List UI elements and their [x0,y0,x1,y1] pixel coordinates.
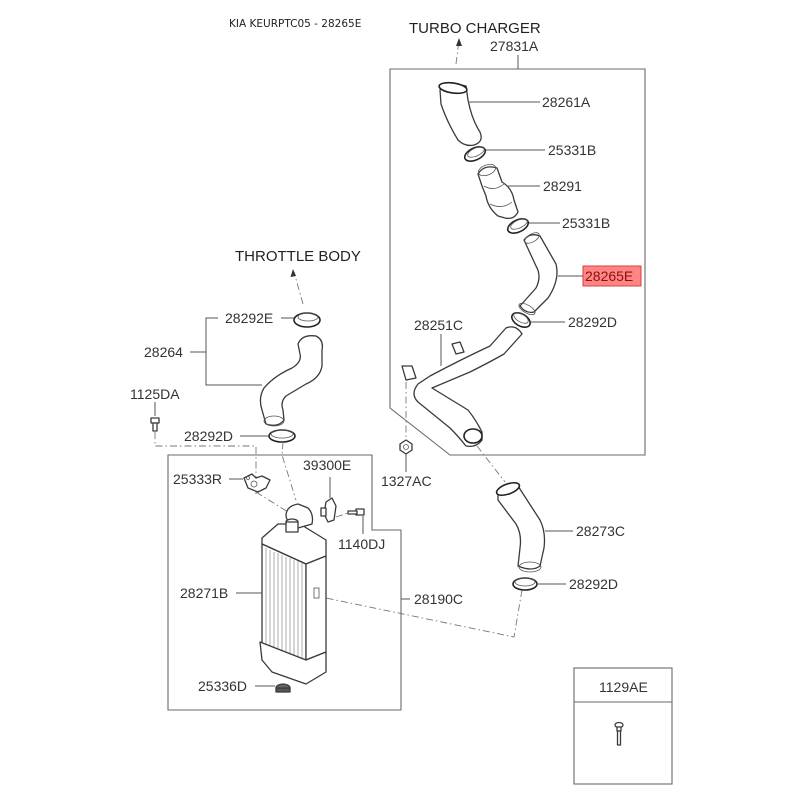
hose-28261A[interactable] [438,81,482,147]
turbo-charger-label: TURBO CHARGER [409,20,541,37]
label-28292E: 28292E [225,310,273,326]
hose-28264[interactable] [259,335,324,427]
clamp-28292D-right[interactable] [509,310,532,330]
bolt-1125DA[interactable] [150,417,160,432]
nut-1327AC[interactable] [399,439,413,455]
assembly-frame-27831A [389,68,646,456]
label-28264: 28264 [144,344,183,360]
clamp-25331B-lower[interactable] [505,216,530,236]
hose-28273C[interactable] [495,480,546,573]
sensor-39300E[interactable] [320,497,337,523]
clamp-28292D-lower-right[interactable] [512,577,538,591]
clamp-28292E[interactable] [293,312,321,328]
label-28251C: 28251C [414,317,463,333]
clamp-25331B-upper[interactable] [462,144,487,164]
connection-line-1140DJ [335,512,349,518]
legend-box-1129AE [573,667,673,785]
bracket-28264 [205,317,262,386]
label-28292D-left: 28292D [184,428,233,444]
assembly-label-27831A: 27831A [490,38,539,54]
connection-line-intercooler-inlet [281,441,297,501]
label-1140DJ: 1140DJ [338,536,385,552]
throttle-body-arrow-icon [290,269,296,277]
throttle-body-connection-line [293,271,304,305]
label-28292D-right: 28292D [568,314,617,330]
bolt-1140DJ[interactable] [347,508,365,516]
intercooler-fins [265,548,303,659]
connector-28291[interactable] [477,162,519,220]
hose-28265E[interactable] [517,231,558,317]
label-25336D: 25336D [198,678,247,694]
label-39300E: 39300E [303,457,351,473]
pipe-28251C[interactable] [401,326,523,448]
label-25331B-lower: 25331B [562,215,610,231]
label-28292D-lower-right: 28292D [569,576,618,592]
highlight-box-28265E [582,265,642,287]
label-28265E-highlighted[interactable]: 28265E [585,268,633,284]
label-28190C: 28190C [414,591,463,607]
label-25331B-upper: 25331B [548,142,596,158]
legend-label-1129AE: 1129AE [599,679,648,695]
bolt-icon[interactable] [614,721,624,746]
plug-25336D[interactable] [275,683,291,693]
turbo-charger-arrow-icon [456,38,462,46]
assembly-frame-28190C [167,454,402,711]
label-25333R: 25333R [173,471,222,487]
connection-line-25333R [255,491,289,513]
label-28261A: 28261A [542,94,591,110]
connection-line-1125DA [154,432,257,494]
clamp-28292D-left[interactable] [268,429,296,443]
bracket-25333R[interactable] [243,473,271,493]
connection-line-28251C-28273C [476,445,506,483]
intercooler-28271B[interactable] [259,503,327,685]
label-1125DA: 1125DA [130,386,180,402]
label-28273C: 28273C [576,523,625,539]
label-28291: 28291 [543,178,582,194]
throttle-body-label: THROTTLE BODY [235,248,361,265]
diagram-title: KIA KEURPTC05 - 28265E [229,18,361,30]
label-28271B: 28271B [180,585,228,601]
label-1327AC: 1327AC [381,473,432,489]
